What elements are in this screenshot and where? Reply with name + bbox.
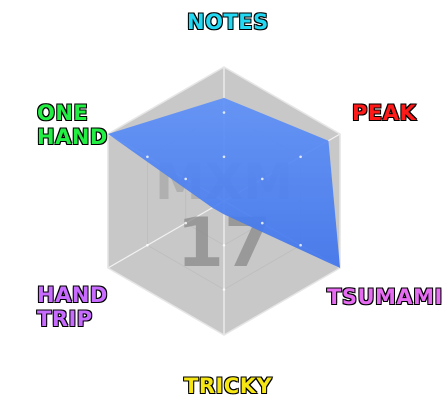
axis-label-notes: NOTES [186,9,269,35]
axis-label-one-hand: ONE HAND [36,100,108,150]
tick-one_hand-2 [146,155,149,159]
radar-ticks [146,111,302,291]
axis-label-peak: PEAK [351,100,417,126]
grid-spoke-hand_trip [107,200,225,269]
tick-notes-2 [222,111,226,114]
axis-label-one-hand-line-2: HAND [36,124,108,150]
axis-label-hand-trip-line-1: HAND [36,282,108,308]
axis-label-hand-trip-line-2: TRIP [36,306,93,332]
tick-tricky-2 [222,288,226,291]
tick-tricky-1 [222,243,226,247]
tick-peak-1 [260,177,264,181]
tick-tsumami-2 [299,243,302,247]
radar-value-shape [107,97,341,268]
tick-one_hand-1 [184,177,188,181]
tick-hand_trip-1 [184,221,188,225]
axis-label-hand-trip: HAND TRIP [36,282,108,332]
tick-peak-2 [299,155,302,159]
tick-notes-1 [222,155,226,159]
axis-label-tricky: TRICKY [183,373,273,399]
tick-hand_trip-2 [146,243,149,247]
axis-label-tsumami: TSUMAMI [326,284,443,310]
axis-label-one-hand-line-1: ONE [36,100,89,126]
tick-tsumami-1 [260,221,264,225]
